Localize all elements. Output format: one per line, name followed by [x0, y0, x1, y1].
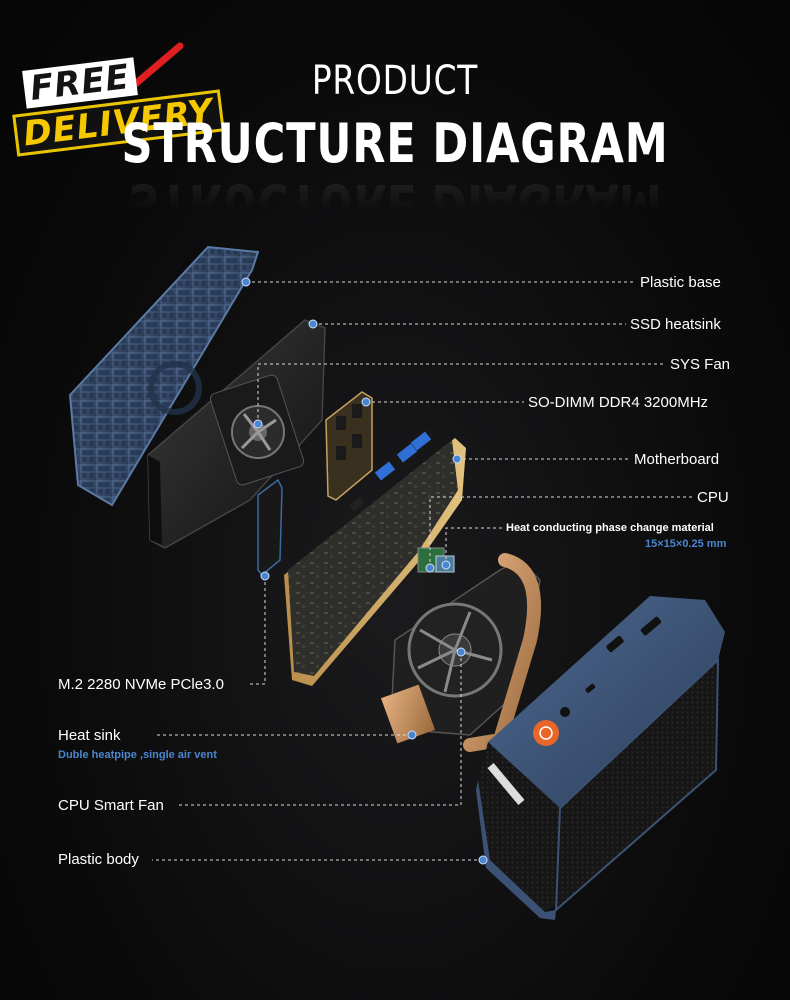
label-phase-change-size: 15×15×0.25 mm [645, 538, 727, 550]
m2-ssd-part [257, 478, 283, 577]
motherboard-part [284, 431, 466, 686]
label-heat-sink: Heat sink [58, 727, 121, 744]
leader-lines [152, 281, 693, 861]
title-line-2: STRUCTURE DIAGRAM [121, 112, 669, 175]
label-so-dimm: SO-DIMM DDR4 3200MHz [528, 394, 709, 411]
label-cpu-fan: CPU Smart Fan [58, 797, 164, 814]
label-m2: M.2 2280 NVMe PCle3.0 [58, 676, 224, 693]
plastic-body-part [476, 596, 725, 920]
label-ssd-heatsink: SSD heatsink [630, 316, 721, 333]
label-motherboard: Motherboard [634, 451, 720, 468]
title-line-1: PRODUCT [311, 58, 479, 104]
label-phase-change: Heat conducting phase change material [506, 522, 714, 534]
label-cpu: CPU [697, 489, 729, 506]
free-delivery-badge: FREE DELIVERY [8, 40, 225, 157]
so-dimm-part [325, 391, 373, 501]
cpu-cooler-part [380, 553, 542, 752]
label-heat-sink-sub: Duble heatpipe ,single air vent [58, 749, 217, 761]
plastic-base-part [68, 245, 260, 507]
label-sys-fan: SYS Fan [670, 356, 731, 373]
sys-fan-part [209, 374, 305, 486]
label-plastic-base: Plastic base [640, 274, 721, 291]
label-plastic-body: Plastic body [58, 851, 139, 868]
callout-dots [241, 277, 488, 865]
